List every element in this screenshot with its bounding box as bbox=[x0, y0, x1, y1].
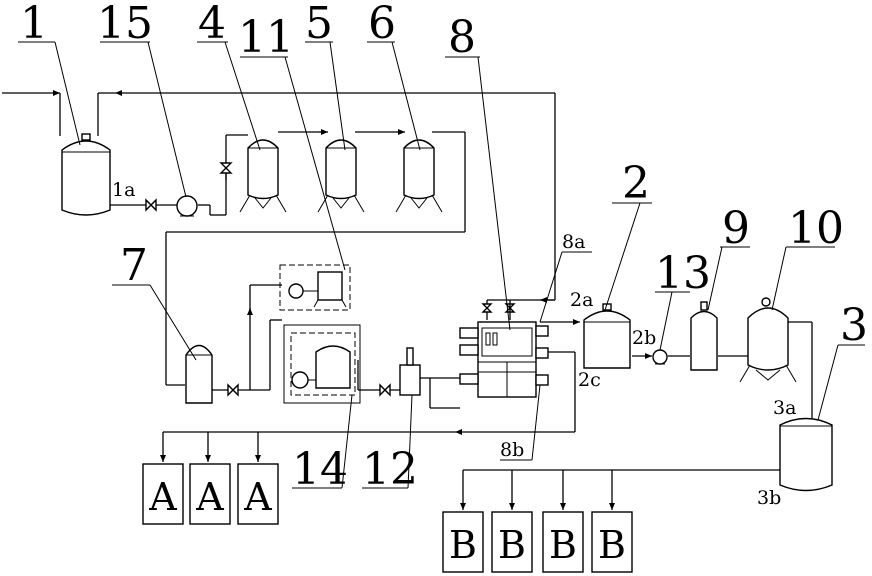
port-3b: 3b bbox=[757, 487, 781, 509]
output-a-label-1: A bbox=[148, 475, 177, 519]
output-b-label-4: B bbox=[598, 523, 626, 567]
label-2: 2 bbox=[622, 158, 650, 209]
output-box-b-3 bbox=[542, 511, 584, 573]
unit-14 bbox=[283, 324, 361, 404]
output-box-a-2 bbox=[189, 463, 231, 525]
label-8: 8 bbox=[448, 12, 476, 63]
label-5: 5 bbox=[305, 0, 333, 49]
label-9: 9 bbox=[722, 203, 750, 254]
filter-tank-6 bbox=[395, 139, 443, 213]
label-12: 12 bbox=[362, 444, 418, 495]
output-b-group: B B B B bbox=[442, 511, 633, 573]
port-8b: 8b bbox=[500, 439, 524, 461]
label-14: 14 bbox=[292, 444, 348, 495]
output-box-b-1 bbox=[442, 511, 484, 573]
valve-tank4-inlet bbox=[219, 162, 233, 174]
port-2b: 2b bbox=[632, 327, 656, 349]
output-a-label-3: A bbox=[243, 475, 272, 519]
tank-10 bbox=[739, 297, 797, 383]
tank-2 bbox=[583, 303, 631, 369]
tank-7 bbox=[185, 344, 213, 404]
valve-8-top-left bbox=[481, 303, 493, 313]
label-13: 13 bbox=[655, 248, 711, 299]
tank-3 bbox=[779, 417, 833, 492]
number-labels: 1 15 4 11 5 6 8 2 7 13 9 10 3 14 12 bbox=[20, 0, 868, 495]
output-a-label-2: A bbox=[195, 475, 224, 519]
leader-lines bbox=[18, 41, 865, 489]
valve-tank7-outlet bbox=[227, 383, 239, 397]
label-7: 7 bbox=[120, 240, 148, 291]
port-8a: 8a bbox=[562, 231, 585, 253]
filter-9 bbox=[690, 301, 718, 371]
port-3a: 3a bbox=[773, 397, 796, 419]
pump-15 bbox=[176, 195, 198, 217]
port-labels: 1a 8a 2a 2b 2c 8b 3a 3b bbox=[112, 179, 796, 509]
output-box-b-2 bbox=[491, 511, 533, 573]
label-6: 6 bbox=[368, 0, 396, 49]
output-box-a-1 bbox=[142, 463, 184, 525]
port-1a: 1a bbox=[112, 179, 135, 201]
valves bbox=[145, 162, 516, 397]
output-b-label-2: B bbox=[498, 523, 526, 567]
tank-1 bbox=[61, 133, 111, 216]
valve-14-to-12 bbox=[379, 383, 391, 397]
label-4: 4 bbox=[198, 0, 226, 49]
unit-12 bbox=[399, 347, 421, 396]
filter-tank-4 bbox=[239, 139, 287, 213]
port-2c: 2c bbox=[578, 369, 601, 391]
label-10: 10 bbox=[788, 203, 844, 254]
label-1: 1 bbox=[20, 0, 48, 49]
output-box-a-3 bbox=[237, 463, 279, 525]
port-2a: 2a bbox=[570, 289, 593, 311]
output-box-b-4 bbox=[591, 511, 633, 573]
output-b-label-3: B bbox=[549, 523, 577, 567]
apparatus-8 bbox=[459, 321, 549, 398]
valve-1a bbox=[145, 198, 157, 212]
label-15: 15 bbox=[97, 0, 153, 49]
label-3: 3 bbox=[840, 300, 868, 351]
label-11: 11 bbox=[238, 12, 294, 63]
pump-13 bbox=[652, 349, 668, 365]
unit-11 bbox=[279, 264, 351, 311]
pipelines bbox=[2, 90, 813, 510]
filter-tank-5 bbox=[317, 139, 365, 213]
output-a-group: A A A bbox=[142, 463, 279, 525]
output-b-label-1: B bbox=[449, 523, 477, 567]
